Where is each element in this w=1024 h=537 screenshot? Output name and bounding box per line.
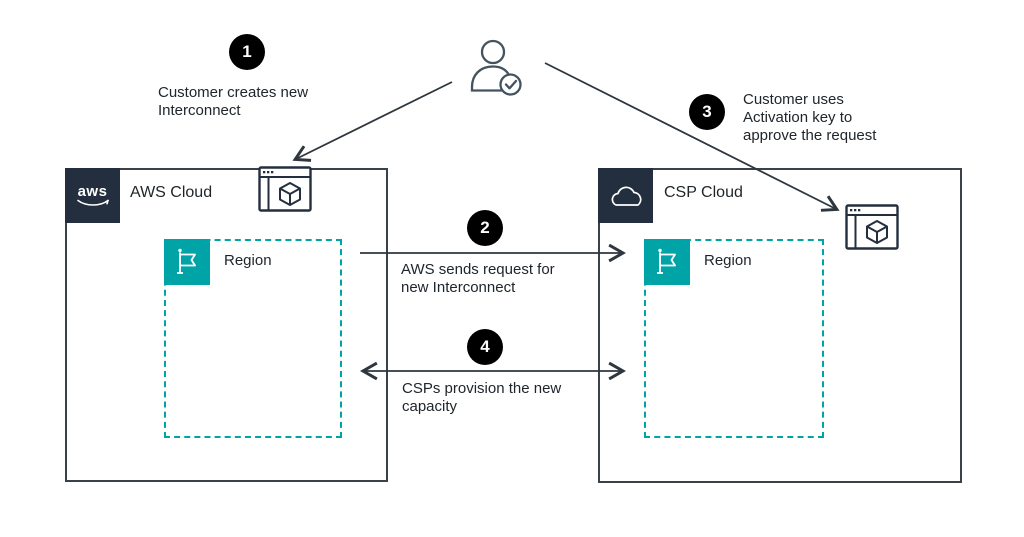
step-2-badge: 2 xyxy=(467,210,503,246)
aws-cloud-label: AWS Cloud xyxy=(130,184,213,201)
management-console-icon xyxy=(845,203,899,251)
step-3-label: Customer uses Activation key to approve … xyxy=(743,91,877,144)
csp-cloud-label: CSP Cloud xyxy=(664,184,743,201)
aws-logo-text: aws xyxy=(77,182,108,200)
aws-cloud-group: aws AWS Cloud Region xyxy=(65,168,388,482)
csp-cloud-group: CSP Cloud Region xyxy=(598,168,962,483)
step-3-badge: 3 xyxy=(689,94,725,130)
flag-icon xyxy=(177,248,196,274)
management-console-icon xyxy=(258,166,312,212)
step-2-label: AWS sends request for new Interconnect xyxy=(401,261,555,296)
csp-region-label: Region xyxy=(704,252,752,269)
aws-region-label: Region xyxy=(224,252,272,269)
flag-icon xyxy=(657,248,676,274)
arrow-customer-to-aws xyxy=(296,81,453,159)
csp-region-group: Region xyxy=(644,239,824,438)
user-check-icon xyxy=(466,38,530,98)
step-1-label: Customer creates new Interconnect xyxy=(158,84,309,119)
region-flag-badge xyxy=(164,239,210,285)
region-flag-badge xyxy=(644,239,690,285)
aws-smile-icon xyxy=(76,199,109,206)
aws-region-group: Region xyxy=(164,239,342,438)
cloud-icon xyxy=(611,185,642,206)
step-1-badge: 1 xyxy=(229,34,265,70)
csp-cloud-badge xyxy=(598,168,653,223)
aws-logo: aws xyxy=(65,168,120,223)
step-4-label: CSPs provision the new capacity xyxy=(402,380,562,415)
step-4-badge: 4 xyxy=(467,329,503,365)
